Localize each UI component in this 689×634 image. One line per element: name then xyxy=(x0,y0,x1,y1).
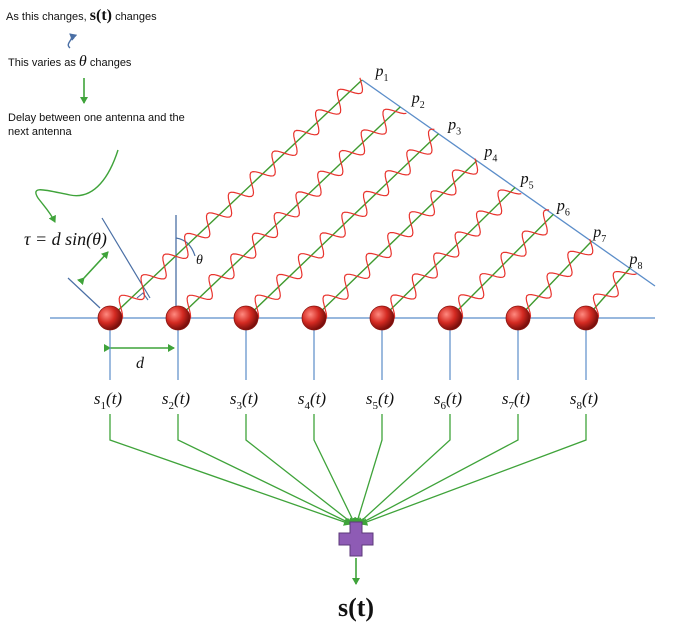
sum-arrow-4 xyxy=(313,414,356,525)
ray-1 xyxy=(109,79,363,319)
incoming-waves xyxy=(109,77,637,321)
signal-label-2: s2(t) xyxy=(162,389,191,412)
plane-label-3: p3 xyxy=(447,117,461,138)
signal-label-7: s7(t) xyxy=(502,389,531,412)
annotation-arrows xyxy=(35,33,119,223)
wave-5 xyxy=(381,189,522,321)
antenna-signal-labels: s1(t) s2(t) s3(t) s4(t) s5(t) s6(t) s7(t) s8(t) xyxy=(94,389,599,412)
plane-label-1: p1 xyxy=(375,63,389,84)
sum-arrow-5 xyxy=(354,414,383,525)
plane-label-7: p7 xyxy=(592,224,606,245)
annotation-delay-line2: next antenna xyxy=(8,126,72,138)
wave-3 xyxy=(245,128,435,321)
antenna-array xyxy=(97,305,599,331)
antenna-6 xyxy=(437,305,463,331)
plus-icon xyxy=(338,521,374,557)
annotation-delay-line1: Delay between one antenna and the xyxy=(8,112,185,124)
sum-arrow-8 xyxy=(360,414,587,526)
signal-label-8: s8(t) xyxy=(570,389,599,412)
summing-arrows xyxy=(109,414,587,526)
theta-arc xyxy=(175,237,196,257)
antenna-8 xyxy=(573,305,599,331)
wavy-arrow-to-changes xyxy=(67,33,78,49)
plane-label-5: p5 xyxy=(520,170,534,191)
signal-label-6: s6(t) xyxy=(434,389,463,412)
theta-label: θ xyxy=(196,253,203,268)
wave-6 xyxy=(449,209,550,321)
annotation-changes-prefix: As this changes, xyxy=(6,11,87,23)
incoming-rays xyxy=(109,79,631,319)
wavefront-line xyxy=(361,79,656,287)
annotation-changes-suffix: changes xyxy=(115,11,157,23)
signal-label-1: s1(t) xyxy=(94,389,123,412)
delay-segment-left xyxy=(67,277,101,309)
annotation-varies-suffix: changes xyxy=(89,57,132,69)
annotation-varies-prefix: This varies as xyxy=(8,57,76,69)
wave-4 xyxy=(313,158,479,321)
wave-1 xyxy=(109,77,364,321)
antenna-1 xyxy=(97,305,123,331)
plane-label-8: p8 xyxy=(629,251,643,272)
plane-label-2: p2 xyxy=(411,90,425,111)
spacing-label: d xyxy=(136,355,145,372)
antenna-2 xyxy=(165,305,191,331)
tau-formula: τ = d sin(θ) xyxy=(24,229,107,250)
annotation-changes: As this changes, s(t) changes xyxy=(6,7,157,24)
array-geometry xyxy=(50,79,656,352)
signal-label-4: s4(t) xyxy=(298,389,327,412)
sum-arrow-1 xyxy=(109,414,351,526)
wavefront-point-labels: p1 p2 p3 p4 p5 p6 p7 p8 xyxy=(375,63,643,272)
annotation-delay: Delay between one antenna and the next a… xyxy=(8,111,185,139)
wave-2 xyxy=(177,108,407,321)
signal-label-5: s5(t) xyxy=(366,389,395,412)
signal-label-3: s3(t) xyxy=(230,389,259,412)
antenna-3 xyxy=(233,305,259,331)
plane-label-6: p6 xyxy=(556,197,570,218)
sum-arrow-3 xyxy=(245,414,354,525)
sum-arrow-6 xyxy=(357,414,451,525)
antenna-4 xyxy=(301,305,327,331)
antenna-7 xyxy=(505,305,531,331)
combiner xyxy=(338,521,374,585)
curved-arrow-to-tau xyxy=(35,149,119,223)
output-label: s(t) xyxy=(338,593,374,622)
antenna-5 xyxy=(369,305,395,331)
sum-arrow-2 xyxy=(177,414,353,525)
plane-label-4: p4 xyxy=(483,144,497,165)
right-angle-icon xyxy=(136,292,149,301)
wave-7 xyxy=(517,239,594,321)
ray-7 xyxy=(517,240,593,319)
ray-4 xyxy=(313,160,478,319)
sum-arrow-7 xyxy=(358,414,519,525)
wave-8 xyxy=(585,271,637,321)
annotation-varies: This varies as θ changes xyxy=(8,53,132,70)
ray-5 xyxy=(381,186,516,319)
ray-6 xyxy=(449,213,554,319)
annotation-varies-symbol: θ xyxy=(78,53,87,70)
annotation-changes-symbol: s(t) xyxy=(89,7,112,24)
tau-double-arrow xyxy=(76,251,109,286)
